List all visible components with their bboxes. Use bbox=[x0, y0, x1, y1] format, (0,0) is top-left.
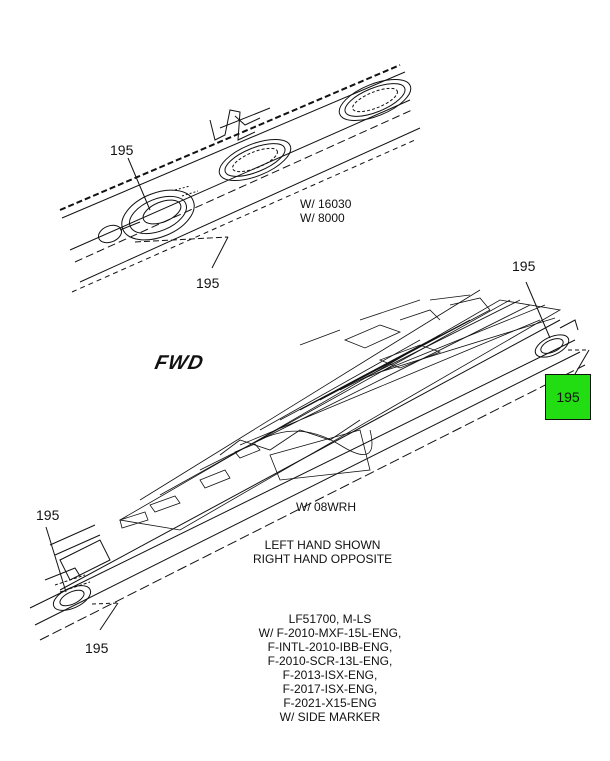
applicability-line: F-2010-SCR-13L-ENG, bbox=[267, 654, 393, 668]
orientation-note-line1: LEFT HAND SHOWN bbox=[264, 538, 381, 552]
callout-195-right-upper[interactable]: 195 bbox=[512, 258, 536, 274]
forward-direction-label: FWD bbox=[152, 352, 206, 374]
callout-195-bottom-upper[interactable]: 195 bbox=[36, 507, 60, 523]
top-variant-note-line1: W/ 16030 bbox=[300, 197, 352, 211]
applicability-line: W/ SIDE MARKER bbox=[279, 710, 381, 724]
callout-195-highlighted-label: 195 bbox=[556, 389, 580, 405]
orientation-note-line2: RIGHT HAND OPPOSITE bbox=[253, 552, 393, 566]
callout-195-bottom-lower[interactable]: 195 bbox=[85, 640, 109, 656]
top-variant-note: W/ 16030 W/ 8000 bbox=[300, 197, 351, 225]
top-panel-drawing bbox=[59, 64, 421, 293]
applicability-line: F-2017-ISX-ENG, bbox=[282, 682, 378, 696]
applicability-line: LF51700, M-LS bbox=[288, 612, 372, 626]
applicability-line: F-2021-X15-ENG bbox=[283, 696, 377, 710]
callout-195-top-lower[interactable]: 195 bbox=[196, 275, 220, 291]
frame-rail-drawing bbox=[29, 281, 590, 641]
top-variant-note-line2: W/ 8000 bbox=[300, 211, 345, 225]
orientation-note: LEFT HAND SHOWN RIGHT HAND OPPOSITE bbox=[253, 538, 392, 566]
middle-variant-note: W/ 08WRH bbox=[296, 500, 356, 514]
applicability-list: LF51700, M-LS W/ F-2010-MXF-15L-ENG, F-I… bbox=[230, 612, 430, 724]
applicability-line: F-2013-ISX-ENG, bbox=[282, 668, 378, 682]
callout-195-highlighted[interactable]: 195 bbox=[545, 374, 591, 420]
applicability-line: W/ F-2010-MXF-15L-ENG, bbox=[258, 626, 402, 640]
callout-195-top-upper[interactable]: 195 bbox=[110, 142, 134, 158]
applicability-line: F-INTL-2010-IBB-ENG, bbox=[267, 640, 393, 654]
